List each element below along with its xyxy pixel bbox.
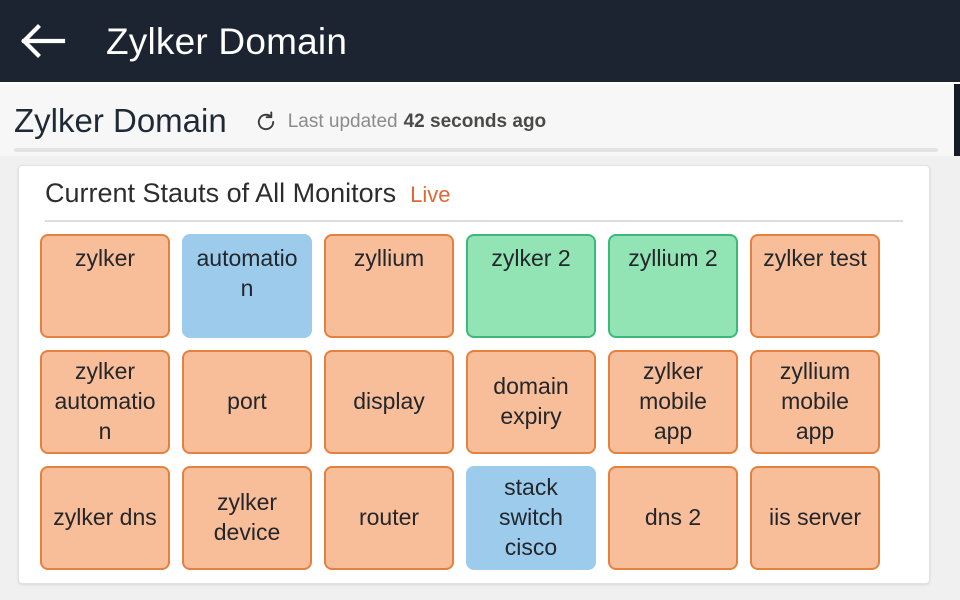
monitor-tile[interactable]: zylker 2 xyxy=(466,234,596,338)
monitor-tile[interactable]: zylker dns xyxy=(40,466,170,570)
monitor-tile[interactable]: zyllium xyxy=(324,234,454,338)
monitor-tile[interactable]: zylker xyxy=(40,234,170,338)
monitor-tile-label: automation xyxy=(196,245,298,301)
monitors-card-header: Current Stauts of All Monitors Live xyxy=(19,166,929,207)
monitor-tile[interactable]: zylker automation xyxy=(40,350,170,454)
monitor-tile[interactable]: zylker device xyxy=(182,466,312,570)
monitor-tile-label: iis server xyxy=(768,504,861,531)
sub-header: Zylker Domain Last updated 42 seconds ag… xyxy=(0,84,954,156)
monitor-tile[interactable]: display xyxy=(324,350,454,454)
monitor-tile[interactable]: zyllium 2 xyxy=(608,234,738,338)
monitor-tile-label: domain expiry xyxy=(493,373,569,429)
last-updated-value: 42 seconds ago xyxy=(403,111,547,132)
monitor-tile-label: zyllium xyxy=(353,245,425,271)
live-badge: Live xyxy=(410,182,451,207)
monitor-tile-label: zylker automation xyxy=(54,358,156,444)
monitor-tile[interactable]: zylker mobile app xyxy=(608,350,738,454)
card-divider xyxy=(45,220,903,222)
monitor-tile-label: port xyxy=(227,388,267,415)
monitor-tile-label: zyllium mobile app xyxy=(779,358,851,444)
monitor-tile[interactable]: dns 2 xyxy=(608,466,738,570)
monitor-tile[interactable]: stack switch cisco xyxy=(466,466,596,570)
last-updated-group: Last updated 42 seconds ago xyxy=(255,111,546,133)
monitor-tile[interactable]: domain expiry xyxy=(466,350,596,454)
monitors-card-title: Current Stauts of All Monitors xyxy=(45,178,397,208)
sub-header-divider xyxy=(14,148,938,152)
arrow-left-icon xyxy=(16,21,68,61)
right-edge-gutter xyxy=(954,84,960,160)
monitor-tile-label: zylker dns xyxy=(53,504,157,531)
monitors-card: Current Stauts of All Monitors Live zylk… xyxy=(18,165,930,584)
monitor-tile-label: zylker test xyxy=(763,245,867,271)
monitor-tile-label: display xyxy=(353,388,425,415)
monitor-tile[interactable]: zyllium mobile app xyxy=(750,350,880,454)
monitor-tile[interactable]: port xyxy=(182,350,312,454)
monitor-tile-label: zylker mobile app xyxy=(639,358,707,444)
refresh-icon[interactable] xyxy=(255,111,277,133)
app-bar-title: Zylker Domain xyxy=(106,20,348,62)
app-bar: Zylker Domain xyxy=(0,0,960,82)
content-area: Current Stauts of All Monitors Live zylk… xyxy=(0,156,960,600)
monitor-tile-label: zylker xyxy=(74,245,136,271)
monitor-tile[interactable]: zylker test xyxy=(750,234,880,338)
monitor-tile[interactable]: automation xyxy=(182,234,312,338)
monitor-tile[interactable]: iis server xyxy=(750,466,880,570)
monitor-tile-label: dns 2 xyxy=(644,504,702,531)
monitor-tile-label: router xyxy=(358,504,420,531)
monitor-tile-label: stack switch cisco xyxy=(499,474,563,560)
monitor-grid: zylker automation zyllium zylker 2 zyllium 2… xyxy=(19,222,929,570)
last-updated-label: Last updated xyxy=(287,111,398,132)
page-title: Zylker Domain xyxy=(14,101,227,139)
monitor-tile-label: zyllium 2 xyxy=(628,245,718,271)
monitor-tile[interactable]: router xyxy=(324,466,454,570)
monitor-tile-label: zylker 2 xyxy=(491,245,571,271)
monitor-tile-label: zylker device xyxy=(213,489,281,545)
back-button[interactable] xyxy=(0,0,84,82)
